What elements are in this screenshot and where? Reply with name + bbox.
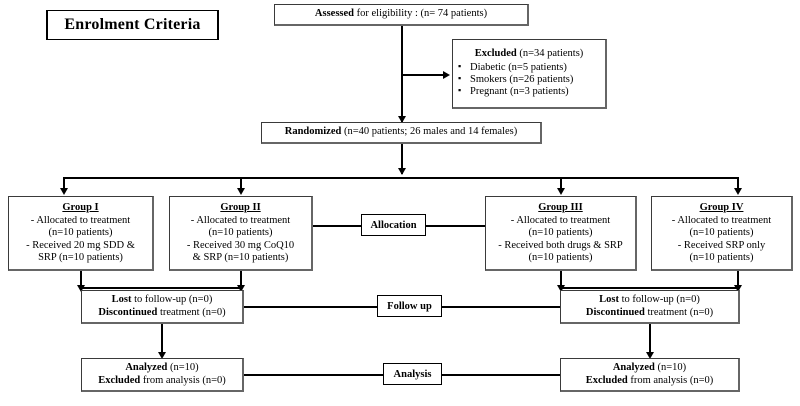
group1-line-2: (n=10 patients) [48,227,113,239]
connector-followupleft-down [161,324,163,355]
connector-allocation-bus [63,177,739,179]
node-followup-right: Lost to follow-up (n=0) Discontinued tre… [560,290,740,324]
arrow-to-group4-icon [733,188,742,195]
connector-followupleft-to-label [244,306,377,308]
followup-left-line2-rest: treatment (n=0) [157,306,226,318]
followup-left-line2-bold: Discontinued [98,306,158,318]
group4-line-2: (n=10 patients) [689,227,754,239]
group4-line-3: - Received SRP only [677,239,766,251]
group1-line-1: - Allocated to treatment [30,214,131,226]
connector-label-to-analysisright [442,374,560,376]
followup-label-text: Follow up [387,300,432,312]
group3-line-1: - Allocated to treatment [510,214,611,226]
list-item: Pregnant (n=3 patients) [456,85,602,98]
excluded-rest-label: (n=34 patients) [516,48,584,60]
group1-line-3: - Received 20 mg SDD & [26,239,135,251]
connector-bus-to-group1 [63,177,65,190]
group3-header: Group III [538,201,583,213]
followup-right-line2-rest: treatment (n=0) [644,306,714,318]
connector-randomized-down [401,144,403,174]
group4-header: Group IV [699,201,744,213]
excluded-reason-list: Diabetic (n=5 patients) Smokers (n=26 pa… [456,61,602,99]
connector-group3-down [560,271,562,288]
arrow-to-group2-icon [236,188,245,195]
followup-left-line1-rest: to follow-up (n=0) [131,294,213,306]
connector-left-followup-bus [80,287,242,289]
arrow-group1-to-followup-icon [76,285,85,292]
group2-line-4: & SRP (n=10 patients) [192,252,289,264]
stage-label-allocation: Allocation [361,214,426,236]
node-analysis-left: Analyzed (n=10) Excluded from analysis (… [81,358,244,392]
followup-right-line1-bold: Lost [599,294,619,306]
arrow-randomized-split-icon [397,168,406,175]
group1-line-4: SRP (n=10 patients) [38,252,123,264]
arrow-to-randomized-icon [397,116,406,123]
connector-bus-to-group2 [240,177,242,190]
node-group-3: Group III - Allocated to treatment (n=10… [485,196,637,271]
group2-header: Group II [220,201,261,213]
arrow-to-analysis-left-icon [157,352,166,359]
connector-right-followup-bus [560,287,739,289]
analysis-right-line1-rest: (n=10) [654,362,687,374]
node-analysis-right: Analyzed (n=10) Excluded from analysis (… [560,358,740,392]
group2-line-3: - Received 30 mg CoQ10 [186,239,295,251]
assessed-bold-label: Assessed [314,8,354,20]
arrow-group3-to-followup-icon [556,285,565,292]
followup-right-line2-bold: Discontinued [585,306,645,318]
connector-bus-to-group4 [737,177,739,190]
allocation-label-text: Allocation [370,219,417,231]
excluded-bold-label: Excluded [474,48,517,60]
page-title-label: Enrolment Criteria [47,10,218,40]
connector-group2-down [240,271,242,288]
node-group-2: Group II - Allocated to treatment (n=10 … [169,196,313,271]
connector-group4-down [737,271,739,288]
followup-left-line1-bold: Lost [111,294,132,306]
analysis-left-line1-bold: Analyzed [125,362,168,374]
page-title: Enrolment Criteria [46,10,219,40]
analysis-left-line2-rest: from analysis (n=0) [140,374,226,386]
node-assessed-for-eligibility: Assessed for eligibility : (n= 74 patien… [274,4,529,26]
assessed-rest-label: for eligibility : (n= 74 patients) [354,8,488,20]
analysis-right-line2-bold: Excluded [585,374,628,386]
arrow-to-group1-icon [59,188,68,195]
analysis-left-line1-rest: (n=10) [167,362,199,374]
arrow-to-analysis-right-icon [645,352,654,359]
connector-assessed-to-excluded [401,74,443,76]
node-group-1: Group I - Allocated to treatment (n=10 p… [8,196,154,271]
connector-group1-down [80,271,82,288]
connector-allocation-to-group3 [426,225,485,227]
followup-right-line1-rest: to follow-up (n=0) [618,294,700,306]
group3-line-2: (n=10 patients) [528,227,593,239]
connector-bus-to-group3 [560,177,562,190]
arrow-to-group3-icon [556,188,565,195]
connector-group2-to-allocation [313,225,361,227]
connector-analysisleft-to-label [244,374,383,376]
arrow-group2-to-followup-icon [236,285,245,292]
analysis-left-line2-bold: Excluded [98,374,141,386]
randomized-rest-label: (n=40 patients; 26 males and 14 females) [341,126,518,138]
stage-label-follow-up: Follow up [377,295,442,317]
analysis-label-text: Analysis [393,368,432,380]
stage-label-analysis: Analysis [383,363,442,385]
group3-line-4: (n=10 patients) [528,252,593,264]
arrow-group4-to-followup-icon [733,285,742,292]
group1-header: Group I [62,201,99,213]
group2-line-2: (n=10 patients) [208,227,273,239]
group4-line-1: - Allocated to treatment [671,214,772,226]
analysis-right-line2-rest: from analysis (n=0) [627,374,714,386]
connector-followupright-down [649,324,651,355]
group3-line-3: - Received both drugs & SRP [498,239,623,251]
connector-label-to-followupright [442,306,560,308]
node-followup-left: Lost to follow-up (n=0) Discontinued tre… [81,290,244,324]
arrow-to-excluded-icon [443,70,450,79]
randomized-bold-label: Randomized [284,126,342,138]
group4-line-4: (n=10 patients) [689,252,754,264]
node-excluded: Excluded (n=34 patients) Diabetic (n=5 p… [452,39,607,109]
list-item: Diabetic (n=5 patients) [456,61,602,74]
node-randomized: Randomized (n=40 patients; 26 males and … [261,122,542,144]
list-item: Smokers (n=26 patients) [456,73,602,86]
analysis-right-line1-bold: Analyzed [612,362,655,374]
group2-line-1: - Allocated to treatment [190,214,291,226]
node-group-4: Group IV - Allocated to treatment (n=10 … [651,196,793,271]
